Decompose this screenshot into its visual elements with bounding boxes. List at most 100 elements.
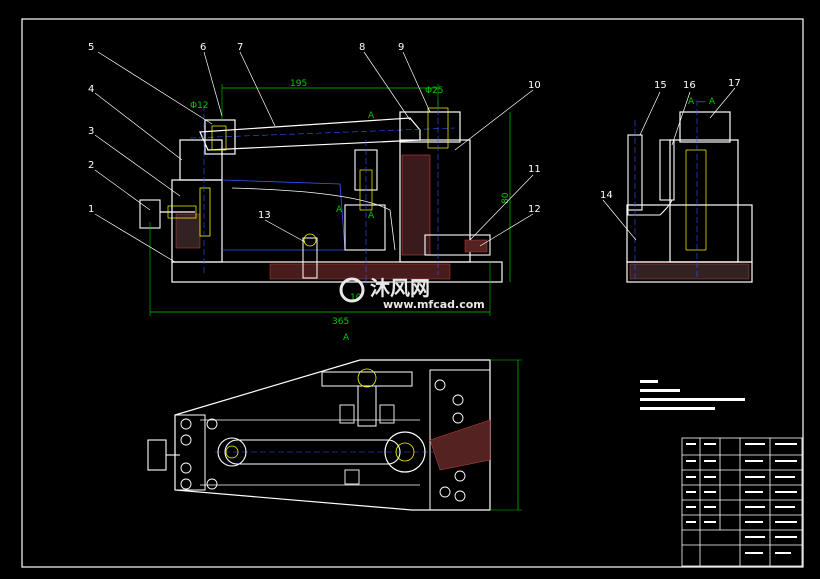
side-base-hatch <box>629 263 750 280</box>
top-clamp-inner <box>211 125 227 151</box>
notes-line-4 <box>640 407 715 410</box>
bolt-13 <box>302 237 318 279</box>
bolt-d <box>180 478 192 490</box>
spring-left <box>199 187 211 237</box>
side-section-title: A — A <box>688 97 716 107</box>
handle-screw <box>167 205 197 219</box>
pivot-left-inner <box>225 445 239 459</box>
front-view: 195 365 80 Φ12 Φ25 10 A A A A <box>139 79 511 343</box>
part-label-12: 12 <box>528 204 541 215</box>
t-handle-stem <box>357 385 377 427</box>
dim-195-label: 195 <box>290 79 307 89</box>
right-top-block <box>399 111 461 143</box>
right-tower <box>399 139 471 263</box>
lever-arm <box>199 117 421 151</box>
title-block-fill <box>686 443 797 554</box>
right-plate <box>424 234 491 256</box>
part-label-15: 15 <box>654 80 667 91</box>
pad-right <box>379 404 395 424</box>
notes-line-1 <box>640 380 658 383</box>
section-mark-a-bottom: A <box>343 333 350 343</box>
side-body <box>626 204 753 263</box>
t-handle <box>321 371 413 387</box>
part-label-14: 14 <box>600 190 613 201</box>
watermark: 沐风网 www.mfcad.com <box>339 276 485 311</box>
bolt-g <box>434 379 446 391</box>
title-block <box>681 437 803 567</box>
right-tower-hatch <box>401 154 431 256</box>
lever-centerline <box>189 127 456 139</box>
bolt-13-head <box>303 233 317 247</box>
side-tower <box>669 139 739 263</box>
bolt-j <box>439 486 451 498</box>
top-view <box>147 359 522 511</box>
part-label-3: 3 <box>88 126 94 137</box>
part-label-13: 13 <box>258 210 271 221</box>
pad-bottom <box>344 469 360 485</box>
pad-left <box>339 404 355 424</box>
watermark-logo-icon <box>339 277 365 303</box>
dim-12-label: Φ12 <box>190 101 209 111</box>
section-mark-a-top: A <box>368 111 375 121</box>
part-label-6: 6 <box>200 42 206 53</box>
leaders-front <box>94 51 534 263</box>
left-upright <box>179 139 223 181</box>
pivot-left <box>217 437 247 467</box>
notes-line-2 <box>640 389 680 392</box>
bolt-l <box>454 490 466 502</box>
part-label-9: 9 <box>398 42 404 53</box>
part-label-5: 5 <box>88 42 94 53</box>
bolt-i <box>452 412 464 424</box>
watermark-brand: 沐风网 <box>370 276 430 300</box>
section-mark-a-mid: A <box>336 205 343 215</box>
part-label-2: 2 <box>88 160 94 171</box>
part-label-7: 7 <box>237 42 243 53</box>
top-left-block <box>174 414 206 491</box>
center-post-base <box>344 204 386 251</box>
bolt-c <box>180 462 192 474</box>
bolt-a <box>180 418 192 430</box>
part-label-4: 4 <box>88 84 94 95</box>
pivot-right-inner <box>395 442 415 462</box>
bolt-e <box>206 418 218 430</box>
technical-notes <box>640 380 745 410</box>
right-plate-hatch <box>464 239 488 253</box>
bolt-h <box>452 394 464 406</box>
part-labels-front: 5 6 7 4 3 2 1 8 9 10 11 12 13 <box>88 42 541 221</box>
top-handle-knob <box>147 439 167 471</box>
part-label-11: 11 <box>528 164 541 175</box>
part-label-17: 17 <box>728 78 741 89</box>
dim-365-label: 365 <box>332 317 349 327</box>
part-label-1: 1 <box>88 204 94 215</box>
bolt-k <box>454 470 466 482</box>
leaders-side <box>602 87 736 241</box>
dim-25-label: Φ25 <box>425 86 444 96</box>
pivot-right <box>384 431 426 473</box>
side-tower-top <box>679 111 731 143</box>
side-bracket <box>627 199 673 216</box>
side-view: A — A <box>626 97 753 283</box>
part-label-10: 10 <box>528 80 541 91</box>
bolt-f <box>206 478 218 490</box>
part-label-16: 16 <box>683 80 696 91</box>
notes-line-3 <box>640 398 745 401</box>
dim-80-label: 80 <box>501 192 511 204</box>
top-hatch <box>429 419 491 471</box>
base-plate <box>171 261 503 283</box>
base-hatch <box>269 263 451 280</box>
part-label-8: 8 <box>359 42 365 53</box>
watermark-url: www.mfcad.com <box>383 298 485 311</box>
sheet-border <box>21 18 804 568</box>
t-handle-knob <box>357 368 377 388</box>
part-labels-side: 15 16 17 14 <box>600 78 741 201</box>
side-post <box>627 134 643 211</box>
hidden-cavity <box>221 179 346 251</box>
left-block-hatch <box>175 213 201 249</box>
section-mark-a-mid2: A <box>368 211 375 221</box>
dim-10-label: 10 <box>350 293 362 303</box>
top-clamp <box>204 119 236 155</box>
bolt-b <box>180 434 192 446</box>
side-tower-inner <box>685 149 707 251</box>
side-post2 <box>659 139 675 201</box>
